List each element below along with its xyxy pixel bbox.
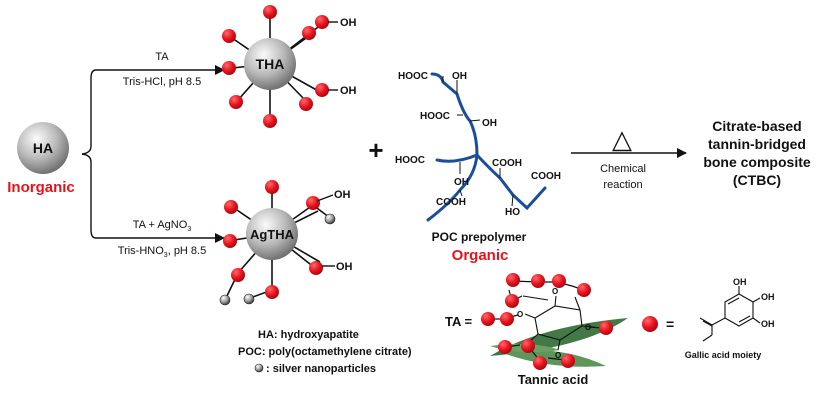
inorganic-label: Inorganic [7,179,75,196]
svg-text:O: O [517,310,523,319]
reaction-arrow-group: △ Chemical reaction [571,124,687,191]
ag-nanoparticle [243,293,255,305]
poc-cooh-bottom: COOH [436,197,466,208]
tha-oh-1: OH [340,17,357,29]
branch-arrows [81,65,225,243]
ha-label: HA [33,140,53,156]
legend-ag-icon [254,363,264,373]
tha-group: THA OH OH [222,5,357,128]
gallic-acid-definition: = OH OH OH Gallic acid moiety [642,277,775,360]
bottom-route-reagent-main: TA + AgNO [133,219,188,231]
gallic-acid-label: Gallic acid moiety [685,350,762,360]
plus-sign: + [368,135,383,165]
bottom-route-cond-sub: 3 [164,252,168,259]
product-label: Citrate-based tannin-bridged bone compos… [703,118,811,188]
top-route-conditions: Tris-HCl, pH 8.5 [123,76,201,88]
gallic-oh-3: OH [761,319,775,329]
agtha-oh-2: OH [336,261,353,273]
bottom-route-reagent: TA + AgNO3 [133,219,192,233]
ha-sphere [17,122,69,174]
bottom-route-conditions: Tris-HNO3, pH 8.5 [118,245,206,259]
ta-prefix: TA = [445,314,472,329]
tha-oh-2: OH [340,85,357,97]
agtha-label: AgTHA [250,227,295,242]
ag-nanoparticle [219,294,231,306]
ha-group: HA Inorganic [7,122,75,196]
gallic-oh-2: OH [761,292,775,302]
reaction-label-1: Chemical [600,163,646,175]
legend: HA: hydroxyapatite POC: poly(octamethyle… [238,329,412,375]
tannic-acid-name: Tannic acid [518,372,589,387]
poc-oh-low: OH [454,177,469,188]
poc-cooh-ml: HOOC [420,111,450,122]
poc-cooh-tl: HOOC [398,71,428,82]
tannic-acid-structure: TA = O O O O O O [445,273,628,387]
svg-text:O: O [555,351,561,360]
poc-structure: HOOC OH HOOC OH HOOC COOH COOH OH COOH H… [395,71,561,264]
reaction-label-2: reaction [603,179,642,191]
gallic-oh-1: OH [733,277,747,287]
bottom-route-cond-a: Tris-HNO [118,245,164,257]
tha-sphere [244,38,296,90]
poc-chain-left [435,153,479,163]
product-line-1: Citrate-based [712,118,801,134]
heat-delta-icon: △ [612,124,632,154]
poc-oh-mid: OH [482,118,497,129]
poc-oh-top: OH [452,71,467,82]
poc-name: POC prepolymer [432,230,527,244]
ag-nanoparticle [324,213,336,225]
poc-cooh-ll: HOOC [395,155,425,166]
tha-label: THA [256,56,285,72]
poc-oh-bottom: HO [505,207,520,218]
svg-text:O: O [552,287,558,296]
bottom-route-reagent-sub: 3 [187,226,191,233]
legend-ha: HA: hydroxyapatite [258,329,359,341]
gallic-equals: = [666,316,674,332]
top-route-reagent: TA [155,51,169,63]
branch-brace [81,69,97,239]
product-line-4: (CTBC) [733,172,781,188]
agtha-sphere [246,208,298,260]
bottom-route-cond-b: , pH 8.5 [168,245,207,257]
poc-cooh-center: COOH [492,158,522,169]
gallic-moiety-icon [642,316,658,332]
organic-label: Organic [452,247,509,264]
agtha-oh-1: OH [334,189,351,201]
legend-poc: POC: poly(octamethylene citrate) [238,346,412,358]
poc-cooh-right: COOH [531,171,561,182]
product-line-3: bone composite [703,154,811,170]
legend-ag: : silver nanoparticles [266,363,376,375]
agtha-group: AgTHA OH OH [219,180,353,306]
product-line-2: tannin-bridged [708,136,806,152]
poc-chain-tail [511,186,547,211]
svg-text:O: O [585,323,591,332]
